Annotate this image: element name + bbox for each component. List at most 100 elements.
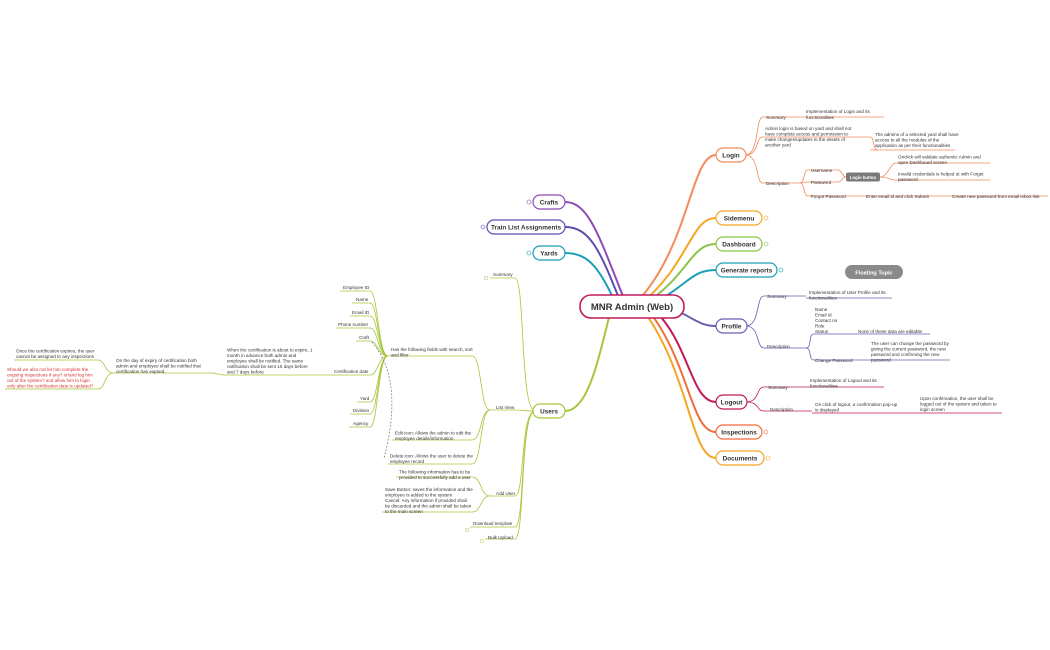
users-field-division: Division — [353, 408, 370, 413]
users-expired-text-1: Once the certification expires, the user — [16, 349, 95, 354]
login-admin-child-1: The admins of a selected yard shall have — [875, 132, 959, 137]
users-cert-text-3: employee shall be notified. The same — [227, 359, 303, 364]
branch-line-train — [564, 226, 623, 307]
users-question-text-4: only after the certification date is upd… — [7, 384, 94, 389]
topic-reports[interactable]: Generate reports — [715, 262, 784, 278]
collapse-icon[interactable] — [778, 267, 784, 273]
topic-documents-label: Documents — [723, 456, 758, 463]
users-question-text-3: out of the system? and allow him to logi… — [7, 378, 90, 383]
logout-summary-text-1: Implementation of Logout and its — [810, 378, 877, 383]
branch-line-crafts — [564, 201, 628, 307]
collapse-icon[interactable] — [480, 224, 486, 230]
logout-desc-child-2: logged out of the system and taken to — [920, 402, 997, 407]
users-cert-text-2: month in advance both admin and — [227, 353, 297, 358]
logout-description-label: Description — [770, 407, 793, 412]
users-expired-text-2: cannot be assigned to any inspections — [16, 354, 95, 359]
collapse-icon[interactable] — [765, 455, 771, 461]
topic-sidemenu-label: Sidemenu — [724, 216, 755, 223]
users-save-text-2: employee is added to the system — [385, 493, 452, 498]
users-edit-text-1: Edit icon: Allows the admin to edit the — [395, 431, 472, 436]
users-expiry-text-2: admin and employee shall be notified tha… — [116, 364, 202, 369]
login-subtopics: Summary Implementation of Login and its … — [765, 109, 1040, 199]
login-summary-text-1: Implementation of Login and its — [806, 109, 871, 114]
topic-documents[interactable]: Documents — [715, 450, 771, 466]
login-admin-text-3: make changes/updates to the assets of — [765, 137, 846, 142]
collapse-icon[interactable] — [526, 199, 532, 205]
users-adduser-text-1: The following information has to be — [399, 470, 471, 475]
sub-connectors — [5, 116, 1048, 540]
users-adduser-text-2: provided to successfully add a user — [399, 475, 471, 480]
login-button-label: Login button — [850, 175, 877, 180]
login-invalid-text-2: password — [898, 177, 918, 182]
users-cert-text-1: When the certification is about to expir… — [227, 348, 313, 353]
branch-line-logout — [649, 305, 717, 403]
topic-sidemenu[interactable]: Sidemenu — [715, 210, 769, 226]
topic-users-label: Users — [540, 409, 558, 416]
collapse-icon[interactable] — [763, 215, 769, 221]
login-button-node[interactable]: Login button — [846, 172, 880, 182]
profile-change-text-4: password — [871, 358, 891, 363]
users-field-email: Email ID — [352, 310, 370, 315]
topic-logout-label: Logout — [721, 400, 744, 407]
logout-desc-text-1: On click of logout, a confirmation pop-u… — [815, 402, 898, 407]
topic-profile[interactable]: Profile — [715, 318, 748, 334]
topic-login-label: Login — [722, 153, 739, 160]
collapse-icon[interactable] — [483, 275, 489, 281]
collapse-icon[interactable] — [526, 250, 532, 256]
users-summary-label: Summary — [493, 272, 513, 277]
collapse-icon[interactable] — [763, 429, 769, 435]
topic-logout[interactable]: Logout — [715, 394, 748, 410]
users-edit-text-2: employee details/information — [395, 436, 454, 441]
branch-line-login — [632, 154, 717, 307]
topic-crafts-label: Crafts — [540, 200, 559, 207]
login-username-label: Username — [811, 168, 833, 173]
profile-description-label: Description — [767, 344, 790, 349]
topic-yards-label: Yards — [540, 251, 558, 258]
users-cert-text-4: notification shall be sent 15 days befor… — [227, 364, 308, 369]
users-delete-text-2: employee record — [390, 459, 425, 464]
topic-login[interactable]: Login — [715, 147, 747, 163]
profile-summary-text-1: Implementation of User Profile and its — [809, 290, 886, 295]
profile-field-5: Status — [815, 329, 829, 334]
users-save-text-1: Save Button: saves the information and t… — [385, 487, 473, 492]
topic-reports-label: Generate reports — [721, 268, 773, 275]
topic-dashboard-label: Dashboard — [722, 242, 755, 249]
logout-subtopics: Summary Implementation of Logout and its… — [768, 378, 997, 413]
users-expiry-text-3: certification has expired. — [116, 369, 166, 374]
profile-change-label: Change Password — [815, 358, 853, 363]
users-field-phone: Phone number — [338, 322, 369, 327]
users-field-agency: Agency — [353, 421, 369, 426]
topic-yards[interactable]: Yards — [526, 245, 566, 261]
profile-summary-label: Summary — [767, 294, 787, 299]
profile-change-text-3: password and confirming the new — [871, 352, 940, 357]
profile-field-4: Role — [815, 324, 825, 329]
profile-field-1: Name — [815, 307, 828, 312]
topic-train-list[interactable]: Train List Assignments — [480, 219, 566, 235]
profile-field-2: Email Id — [815, 313, 832, 318]
topic-inspections[interactable]: Inspections — [715, 424, 769, 440]
profile-fields-note: None of these data are editable — [858, 329, 923, 334]
topic-profile-label: Profile — [722, 324, 742, 331]
topic-users[interactable]: Users — [532, 403, 566, 419]
profile-subtopics: Summary Implementation of User Profile a… — [767, 290, 950, 363]
login-password-label: Password — [811, 180, 832, 185]
floating-topic[interactable]: Floating Topic — [845, 265, 903, 279]
users-field-craft: Craft — [359, 335, 370, 340]
root-topic[interactable]: MNR Admin (Web) — [579, 294, 685, 319]
collapse-icon[interactable] — [763, 241, 769, 247]
profile-field-3: Contact no — [815, 318, 838, 323]
users-bulk-label: Bulk Upload — [488, 535, 513, 540]
collapse-icon[interactable] — [464, 527, 470, 533]
branch-line-users — [564, 305, 613, 412]
topic-crafts[interactable]: Crafts — [526, 194, 566, 210]
users-cert-text-5: and 7 days before — [227, 370, 264, 375]
login-onclick-text-1: Onclick will validate authentic Admin an… — [898, 155, 981, 160]
login-summary-label: Summary — [766, 115, 786, 120]
login-admin-text-1: Admin login is based on yard and shall n… — [765, 126, 852, 131]
users-field-cert-date: Certification date — [334, 369, 369, 374]
logout-summary-label: Summary — [768, 385, 788, 390]
collapse-icon[interactable] — [479, 538, 485, 544]
users-field-employee-id: Employee ID — [343, 285, 370, 290]
topic-dashboard[interactable]: Dashboard — [715, 236, 769, 252]
